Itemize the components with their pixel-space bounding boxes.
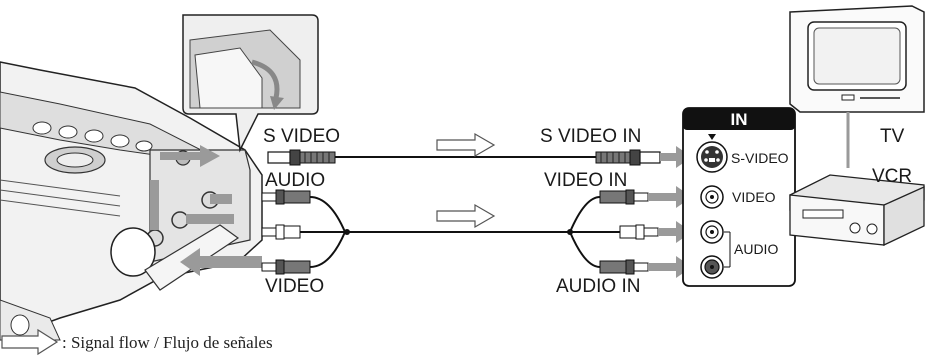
legend: : Signal flow / Flujo de señales	[1, 328, 273, 356]
s-video-plug-icon	[267, 149, 336, 166]
label-tv: TV	[880, 126, 905, 147]
s-video-cable	[267, 149, 661, 166]
signal-flow-arrow-icon	[1, 328, 59, 356]
label-video-in: VIDEO IN	[544, 170, 627, 191]
down-arrow-icon	[270, 96, 284, 110]
rca-jack-icon	[700, 255, 724, 279]
rca-plug-icon	[619, 224, 659, 240]
panel-title: IN	[731, 110, 748, 129]
legend-text: : Signal flow / Flujo de señales	[62, 333, 273, 352]
label-s-video-in: S VIDEO IN	[540, 126, 641, 147]
camcorder-illustration	[0, 61, 263, 341]
signal-flow-arrow-icon	[436, 203, 496, 229]
label-audio: AUDIO	[265, 170, 325, 191]
label-video: VIDEO	[265, 276, 324, 297]
tv-illustration	[789, 5, 925, 113]
s-video-plug-icon	[595, 149, 661, 166]
av-cable	[300, 196, 620, 268]
signal-flow-arrow-icon	[436, 132, 496, 158]
panel-audio-label: AUDIO	[734, 241, 778, 257]
panel-s-video-label: S-VIDEO	[731, 150, 789, 166]
panel-video-label: VIDEO	[732, 189, 776, 205]
label-s-video: S VIDEO	[263, 126, 340, 147]
input-panel: IN S-VIDEO VIDEO	[682, 107, 796, 287]
rca-plug-icon	[599, 189, 649, 205]
rca-jack-icon	[700, 220, 724, 244]
s-video-jack-icon	[696, 141, 728, 173]
zoom-callout	[182, 14, 319, 153]
label-audio-in: AUDIO IN	[556, 276, 640, 297]
rca-plug-icon	[599, 259, 649, 275]
label-vcr: VCR	[872, 166, 912, 187]
rca-plug-icon	[261, 189, 311, 205]
vcr-illustration	[789, 174, 925, 247]
rca-plug-icon	[261, 224, 301, 240]
rca-jack-icon	[700, 185, 724, 209]
rca-plug-icon	[261, 259, 311, 275]
camcorder-side-arrows	[150, 145, 262, 276]
